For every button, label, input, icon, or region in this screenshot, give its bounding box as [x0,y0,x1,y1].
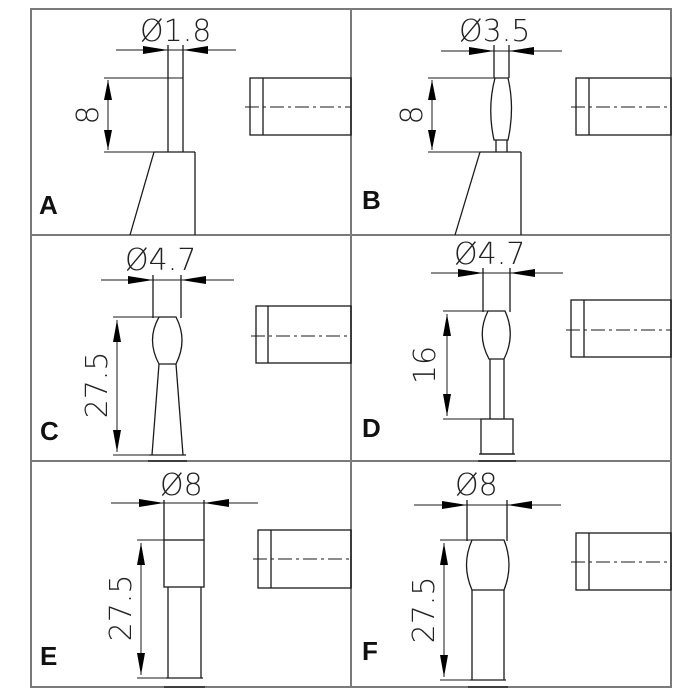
diameter-label-e: Ø8 [160,468,203,503]
length-label-b: 8 [395,105,430,124]
panel-c: Ø4.7 27.5 C [40,243,352,462]
arrow-up-icon [440,543,448,565]
arrow-up-icon [443,314,451,336]
arrow-down-icon [113,430,121,452]
arrow-right-icon [139,499,164,507]
arrow-left-icon [181,276,206,284]
panel-d: Ø4.7 16 D [362,237,672,462]
panel-a: Ø1.8 8 A [39,14,352,236]
panel-label-d: D [362,413,381,443]
arrow-right-icon [143,46,168,54]
stem-collar [480,418,514,455]
arrow-left-icon [509,47,534,55]
arrow-up-icon [104,80,112,100]
side-view-c [255,305,352,364]
ruby-ball-d [481,310,511,360]
arrow-down-icon [104,130,112,150]
arrow-left-icon [507,501,532,509]
arrow-up-icon [428,80,436,100]
length-label-f: 27.5 [407,577,442,644]
arrow-right-icon [442,501,467,509]
stem-taper [151,363,160,456]
panel-label-e: E [40,641,57,671]
length-label-c: 27.5 [80,352,115,419]
arrow-left-icon [510,269,535,277]
arrow-up-icon [113,320,121,342]
arrow-left-icon [204,499,229,507]
diameter-label-f: Ø8 [455,468,498,503]
panel-label-a: A [39,190,58,220]
panel-label-c: C [40,416,59,446]
panel-b: Ø3.5 8 B [362,14,672,236]
panel-label-f: F [362,636,378,666]
arrow-down-icon [428,130,436,150]
panel-label-b: B [362,185,381,215]
body-taper [129,151,155,236]
arrow-right-icon [458,269,483,277]
ruby-ball-c [151,316,183,365]
length-label-a: 8 [71,105,106,124]
arrow-right-icon [469,47,494,55]
diameter-label-a: Ø1.8 [140,14,211,49]
panel-f: Ø8 27.5 F [362,468,672,688]
arrow-right-icon [128,276,153,284]
ruby-ball-f [465,539,510,591]
ruby-ball-b [490,77,513,141]
arrow-left-icon [183,46,208,54]
arrow-down-icon [440,655,448,677]
side-view-d [570,299,672,358]
arrow-up-icon [137,543,145,565]
stem-taper [175,363,184,456]
body-taper [454,151,481,236]
tip-cylinder-e [163,539,205,588]
length-label-d: 16 [408,346,443,384]
arrow-down-icon [443,394,451,416]
diameter-label-c: Ø4.7 [125,243,196,278]
diameter-label-b: Ø3.5 [459,14,530,49]
panel-e: Ø8 27.5 E [40,468,352,688]
length-label-e: 27.5 [104,575,139,642]
arrow-down-icon [137,653,145,675]
diameter-label-d: Ø4.7 [454,237,525,272]
